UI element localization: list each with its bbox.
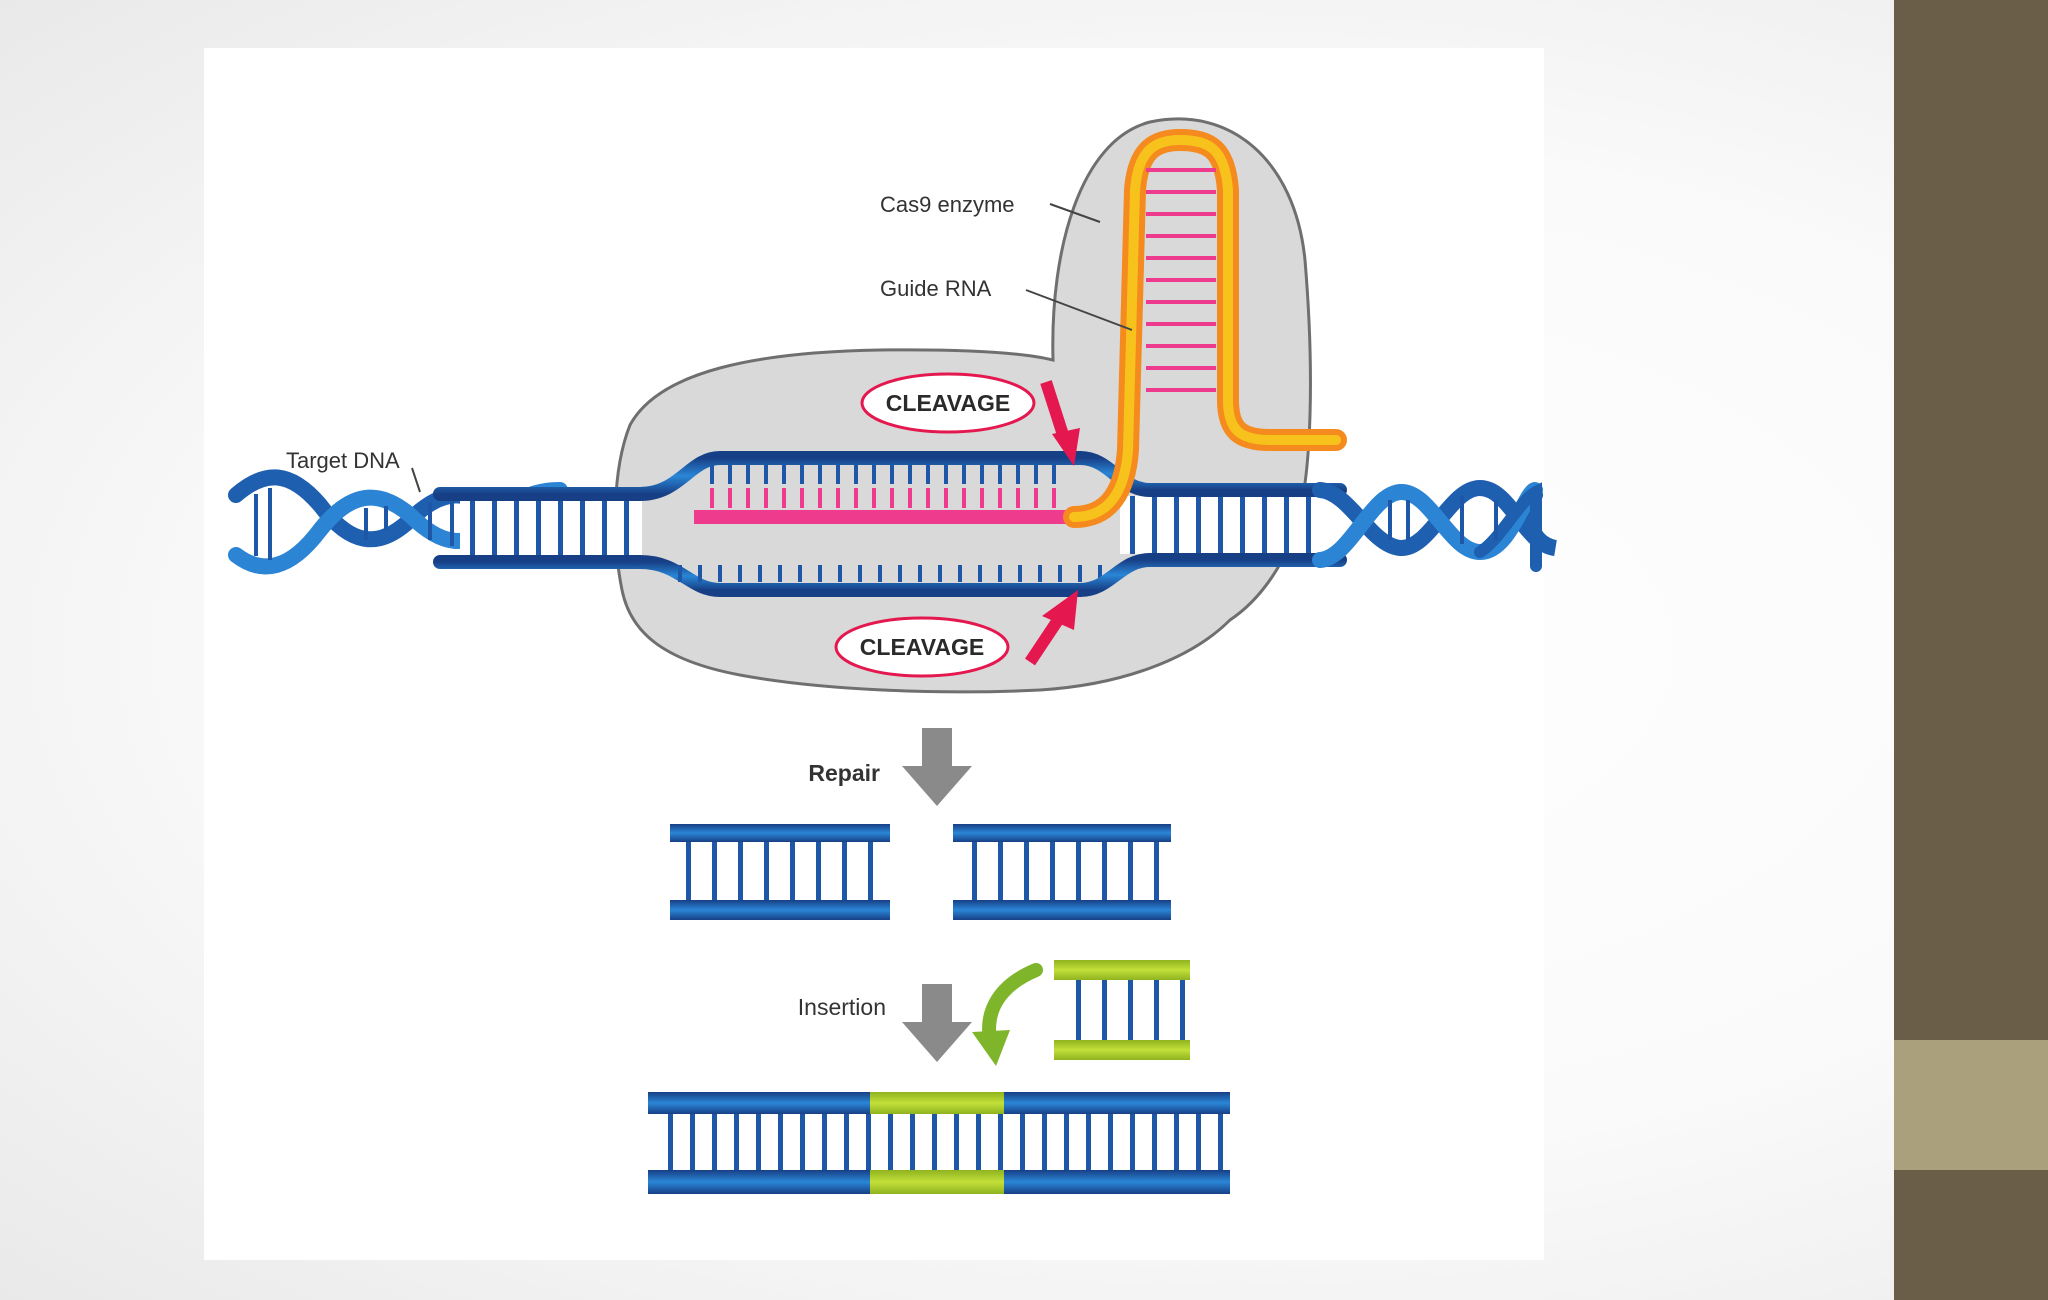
- insertion-arrow-icon: [902, 984, 972, 1062]
- side-band-bottom: [1894, 1170, 2048, 1300]
- target-dna-leader-line: [411, 467, 421, 493]
- cleavage-bottom-arrow: [1025, 590, 1078, 666]
- dna-top-strand-rungs: [710, 465, 1056, 484]
- target-dna-label: Target DNA: [286, 448, 400, 473]
- insert-curved-arrow-icon: [972, 963, 1043, 1066]
- guide-rna-pairing-rungs: [710, 488, 1056, 508]
- guide-rna-hairpin: [1063, 129, 1347, 528]
- side-band-top: [1894, 0, 2048, 1040]
- cas9-enzyme-label: Cas9 enzyme: [880, 192, 1015, 217]
- cleavage-top-label: CLEAVAGE: [886, 390, 1010, 416]
- guide-rna-label: Guide RNA: [880, 276, 992, 301]
- repaired-dna-with-insert: [648, 1092, 1230, 1194]
- repair-arrow-icon: [902, 728, 972, 806]
- guide-rna-leader-line: [1025, 289, 1133, 331]
- cas9-leader-line: [1049, 203, 1101, 223]
- cut-dna-right-fragment: [953, 824, 1171, 920]
- guide-rna-strand: [694, 510, 1074, 524]
- cut-dna-left-fragment: [670, 824, 890, 920]
- insert-dna-fragment: [1054, 960, 1190, 1060]
- side-band-middle: [1894, 1040, 2048, 1170]
- dna-bottom-strand-rungs: [678, 565, 1102, 582]
- cleavage-bottom-label: CLEAVAGE: [860, 634, 984, 660]
- dna-left-ladder: [433, 451, 1087, 597]
- repair-label: Repair: [808, 760, 880, 786]
- dna-right-helix: [1312, 479, 1558, 572]
- cleavage-bottom-badge: [834, 616, 1010, 678]
- cleavage-top-badge: [860, 372, 1036, 434]
- insertion-label: Insertion: [798, 994, 886, 1020]
- cleavage-top-arrow: [1040, 380, 1080, 466]
